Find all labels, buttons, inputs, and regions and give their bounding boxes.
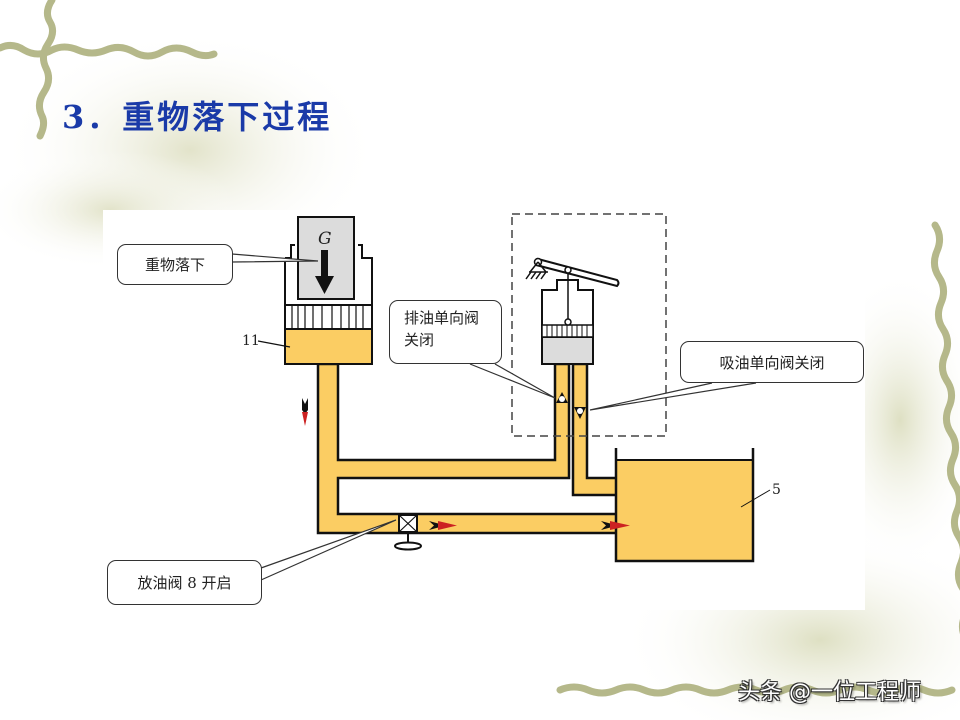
hand-pump-boundary	[511, 213, 667, 437]
watermark: 头条 @一位工程师	[738, 680, 921, 705]
callout-pointer-discharge	[469, 363, 556, 399]
callout-drain-valve: 放油阀 8 开启	[107, 560, 262, 605]
vine-ornament-right	[930, 221, 960, 635]
oil-tank	[614, 448, 771, 563]
tank-oil	[616, 460, 753, 561]
callout-text-line1: 排油单向阀	[404, 309, 480, 327]
vine-ornament-bottom	[556, 683, 956, 697]
pipe-suction	[571, 362, 620, 497]
callout-suction-check-valve: 吸油单向阀关闭	[680, 341, 864, 383]
cylinder-leader	[257, 340, 291, 348]
callout-pointer-weight	[231, 253, 319, 263]
callout-pointer-drain	[260, 519, 397, 581]
gravity-arrow-icon	[321, 250, 328, 278]
slide-title: 3．重物落下过程	[62, 98, 333, 136]
callout-discharge-check-valve: 排油单向阀 关闭	[389, 300, 502, 364]
callout-text: 放油阀 8 开启	[137, 574, 232, 592]
weight-symbol: G	[318, 229, 332, 249]
callout-text-line2: 关闭	[404, 331, 435, 349]
tank-walls	[614, 448, 755, 563]
callout-weight-falling: 重物落下	[117, 244, 233, 285]
ground-hatch-icon	[525, 261, 548, 280]
drain-valve-8	[394, 514, 422, 551]
pump-rod-pin	[564, 318, 572, 326]
tank-label: 5	[772, 482, 781, 498]
tank-leader	[740, 489, 771, 508]
flow-arrow-down-icon	[302, 398, 308, 426]
cylinder-label: 11	[242, 333, 260, 349]
suction-check-valve-icon	[574, 407, 586, 419]
gravity-arrowhead-icon	[315, 276, 334, 294]
cylinder-oil	[284, 328, 373, 365]
flow-arrow-right-icon	[601, 521, 630, 530]
hand-pump	[525, 257, 620, 419]
callout-text: 吸油单向阀关闭	[719, 353, 825, 372]
vine-ornament-topleft	[0, 0, 218, 140]
callout-text: 重物落下	[144, 256, 205, 274]
pump-lever	[534, 257, 620, 288]
callout-pointer-suction	[589, 382, 757, 411]
lever-rod-pin	[564, 266, 572, 274]
discharge-check-valve-icon	[556, 392, 568, 403]
pump-chamber	[541, 336, 594, 365]
flow-arrow-right-icon	[429, 521, 457, 530]
cylinder-piston	[284, 304, 373, 330]
